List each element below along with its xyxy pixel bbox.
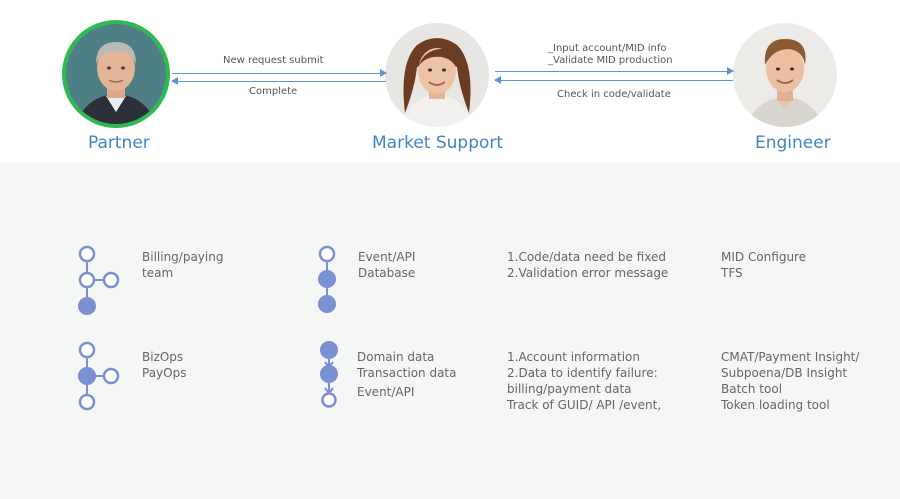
market-support-label: Market Support [372, 133, 504, 153]
row2-tool-4: Token loading tool [721, 398, 830, 412]
row1-issue-2: 2.Validation error message [507, 266, 669, 280]
row2-issue-1: 1.Account information [507, 350, 640, 364]
graph-node-filled [78, 297, 96, 315]
details-panel [0, 163, 900, 499]
row1-data: Event/API Database [358, 249, 415, 281]
engineer-avatar [733, 23, 837, 127]
row2-tool-2: Subpoena/DB Insight [721, 366, 848, 380]
partner-photo [66, 24, 166, 124]
market-support-photo [385, 23, 489, 127]
arrow-engineer-to-support [494, 76, 733, 84]
row1-tool-1: MID Configure [721, 250, 807, 264]
graph-node-filled [318, 295, 336, 313]
row1-data-line1: Event/API [358, 250, 416, 264]
engineer-photo [733, 23, 837, 127]
row1-tool-2: TFS [721, 266, 743, 280]
arrow-head-left-icon [171, 77, 178, 85]
data-graph-1 [318, 245, 336, 313]
graph-node-hollow [78, 341, 96, 359]
graph-node-hollow [78, 245, 96, 263]
team-graph-2 [78, 341, 120, 411]
graph-node-hollow [102, 367, 120, 385]
row2-data-line1: Domain data [357, 350, 435, 364]
row2-team-line2: PayOps [142, 366, 187, 380]
flow-check-in: Check in code/validate [557, 89, 671, 100]
row1-team-line1: Billing/paying [142, 250, 224, 264]
row1-team-line2: team [142, 266, 174, 280]
row2-tools: CMAT/Payment Insight/ Subpoena/DB Insigh… [721, 349, 859, 413]
row2-data: Domain data Transaction data Event/API [357, 349, 457, 400]
row2-team: BizOps PayOps [142, 349, 186, 381]
market-support-avatar [385, 23, 489, 127]
arrow-head-left-icon [494, 76, 501, 84]
row1-team: Billing/paying team [142, 249, 223, 281]
partner-avatar [62, 20, 170, 128]
graph-node-filled [318, 270, 336, 288]
flow-input-validate: _Input account/MID info _Validate MID pr… [548, 43, 673, 67]
row2-issue-2: 2.Data to identify failure: [507, 366, 658, 380]
graph-node-hollow [78, 393, 96, 411]
partner-label: Partner [88, 133, 150, 153]
graph-node-hollow [78, 271, 96, 289]
graph-node-hollow [321, 392, 337, 408]
row2-issue-3: billing/payment data [507, 382, 632, 396]
arrow-partner-to-support [172, 69, 387, 77]
row2-data-line3: Event/API [357, 385, 415, 399]
row2-team-line1: BizOps [142, 350, 184, 364]
row2-tool-3: Batch tool [721, 382, 783, 396]
graph-node-hollow [318, 245, 336, 263]
row1-tools: MID Configure TFS [721, 249, 806, 281]
arrow-head-right-icon [380, 69, 387, 77]
row2-issues: 1.Account information 2.Data to identify… [507, 349, 661, 413]
flow-complete: Complete [249, 86, 298, 97]
row1-issue-1: 1.Code/data need be fixed [507, 250, 666, 264]
engineer-label: Engineer [755, 133, 831, 153]
row2-tool-1: CMAT/Payment Insight/ [721, 350, 860, 364]
row2-issue-4: Track of GUID/ API /event, [507, 398, 662, 412]
graph-node-hollow [102, 271, 120, 289]
row1-data-line2: Database [358, 266, 416, 280]
data-graph-2 [320, 341, 338, 408]
row2-data-line2: Transaction data [357, 366, 457, 380]
flow-input-line: _Input account/MID info [548, 43, 667, 54]
flow-validate-line: _Validate MID production [548, 55, 673, 66]
flow-new-request: New request submit [223, 55, 324, 66]
graph-node-filled [320, 341, 338, 359]
arrow-support-to-partner [171, 77, 386, 85]
arrow-head-right-icon [727, 67, 734, 75]
row1-issues: 1.Code/data need be fixed 2.Validation e… [507, 249, 668, 281]
arrow-support-to-engineer [495, 67, 734, 75]
graph-node-filled [320, 365, 338, 383]
team-graph-1 [78, 245, 120, 315]
graph-node-filled [78, 367, 96, 385]
